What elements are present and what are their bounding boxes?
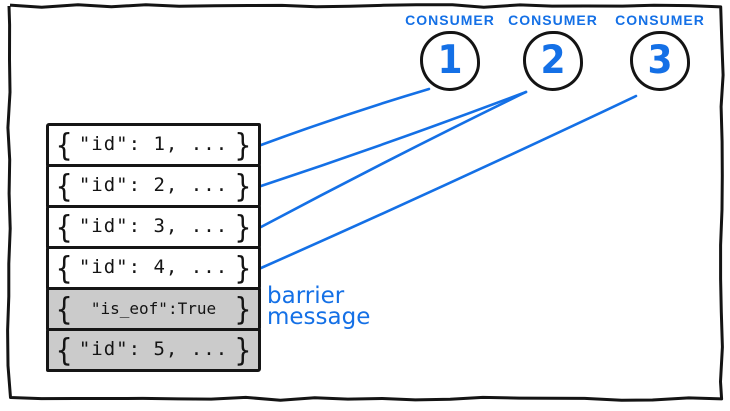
open-brace: { — [56, 291, 73, 327]
message-row-4: { "id": 4, ... } — [46, 246, 261, 290]
barrier-caption-line2: message — [267, 304, 371, 330]
close-brace: } — [234, 209, 251, 245]
consumer-3: CONSUMER 3 — [614, 12, 706, 91]
message-text: "id": 4, ... — [78, 256, 229, 278]
message-text: "id": 1, ... — [78, 133, 229, 155]
message-queue: { "id": 1, ... } { "id": 2, ... } { "id"… — [46, 123, 261, 372]
consumer-1-circle: 1 — [420, 31, 480, 91]
message-text: "id": 2, ... — [78, 174, 229, 196]
close-brace: } — [234, 291, 251, 327]
message-row-3: { "id": 3, ... } — [46, 205, 261, 249]
message-row-6: { "id": 5, ... } — [46, 328, 261, 372]
open-brace: { — [56, 127, 73, 163]
message-row-5-barrier: { "is_eof":True } — [46, 287, 261, 331]
consumer-3-label: CONSUMER — [615, 12, 705, 28]
consumer-2-circle: 2 — [523, 31, 583, 91]
open-brace: { — [56, 332, 73, 368]
close-brace: } — [234, 332, 251, 368]
open-brace: { — [56, 250, 73, 286]
consumer-3-number: 3 — [647, 38, 673, 83]
open-brace: { — [56, 209, 73, 245]
message-text: "is_eof":True — [90, 298, 217, 318]
message-text: "id": 3, ... — [78, 215, 229, 237]
consumer-3-circle: 3 — [630, 31, 690, 91]
close-brace: } — [234, 250, 251, 286]
connector-line-msg4-consumer3 — [259, 94, 638, 270]
consumer-1-label: CONSUMER — [405, 12, 495, 28]
close-brace: } — [234, 168, 251, 204]
message-row-1: { "id": 1, ... } — [46, 123, 261, 167]
message-row-2: { "id": 2, ... } — [46, 164, 261, 208]
consumer-2-number: 2 — [540, 38, 566, 83]
consumer-2: CONSUMER 2 — [507, 12, 599, 91]
barrier-caption-line1: barrier — [267, 283, 345, 309]
close-brace: } — [234, 127, 251, 163]
connector-line-msg3-consumer2 — [259, 90, 528, 229]
consumer-2-label: CONSUMER — [508, 12, 598, 28]
consumer-1-number: 1 — [437, 38, 463, 83]
connector-line-msg2-consumer2 — [259, 90, 528, 188]
open-brace: { — [56, 168, 73, 204]
message-text: "id": 5, ... — [78, 338, 229, 360]
connector-line-msg1-consumer1 — [259, 87, 431, 147]
barrier-caption: barrier message — [267, 283, 371, 330]
consumer-1: CONSUMER 1 — [404, 12, 496, 91]
